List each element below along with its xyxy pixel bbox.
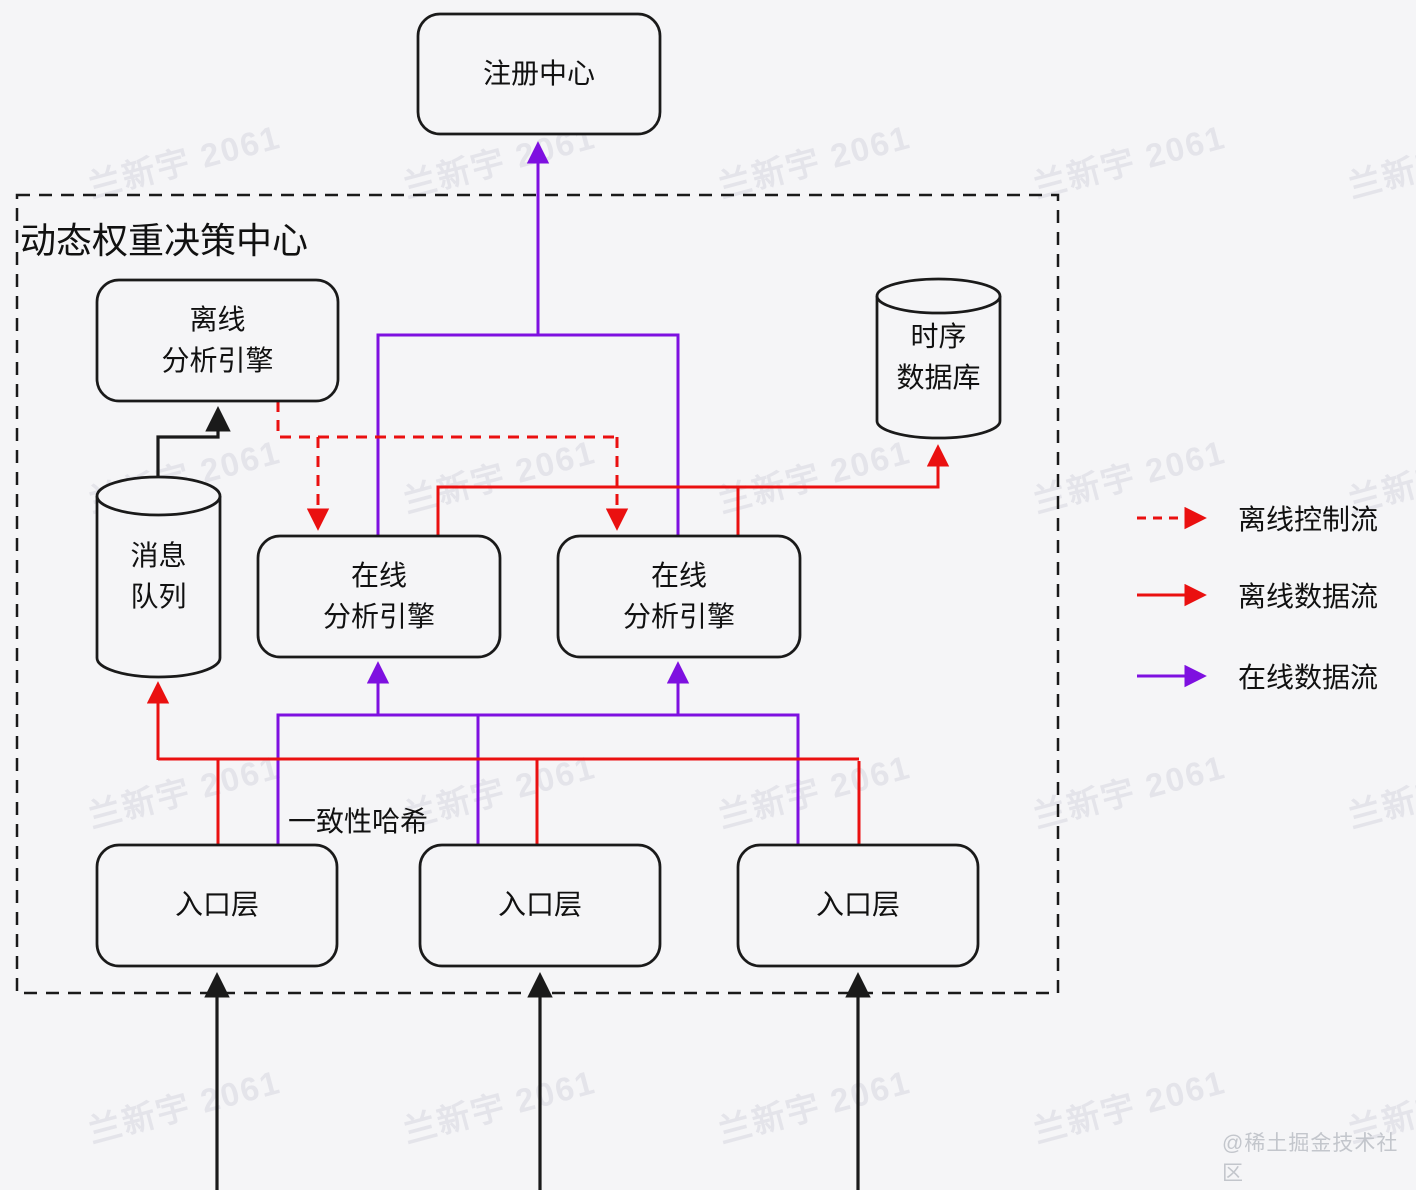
offline-data-flow-lines xyxy=(146,444,950,845)
mq-cylinder xyxy=(95,475,222,679)
entry-layer-1-box xyxy=(95,843,339,968)
legend-arrows xyxy=(1137,506,1207,688)
entry-layer-3-box xyxy=(736,843,980,968)
online-flow-lines xyxy=(276,141,800,845)
offline-engine-box xyxy=(95,278,340,403)
tsdb-cylinder xyxy=(875,277,1002,440)
black-connector-lines xyxy=(156,406,871,1190)
online-engine-2-box xyxy=(556,534,802,659)
registry-box xyxy=(416,12,662,136)
offline-control-flow-lines xyxy=(276,401,629,531)
node-shapes xyxy=(95,12,1002,968)
entry-layer-2-box xyxy=(418,843,662,968)
online-engine-1-box xyxy=(256,534,502,659)
